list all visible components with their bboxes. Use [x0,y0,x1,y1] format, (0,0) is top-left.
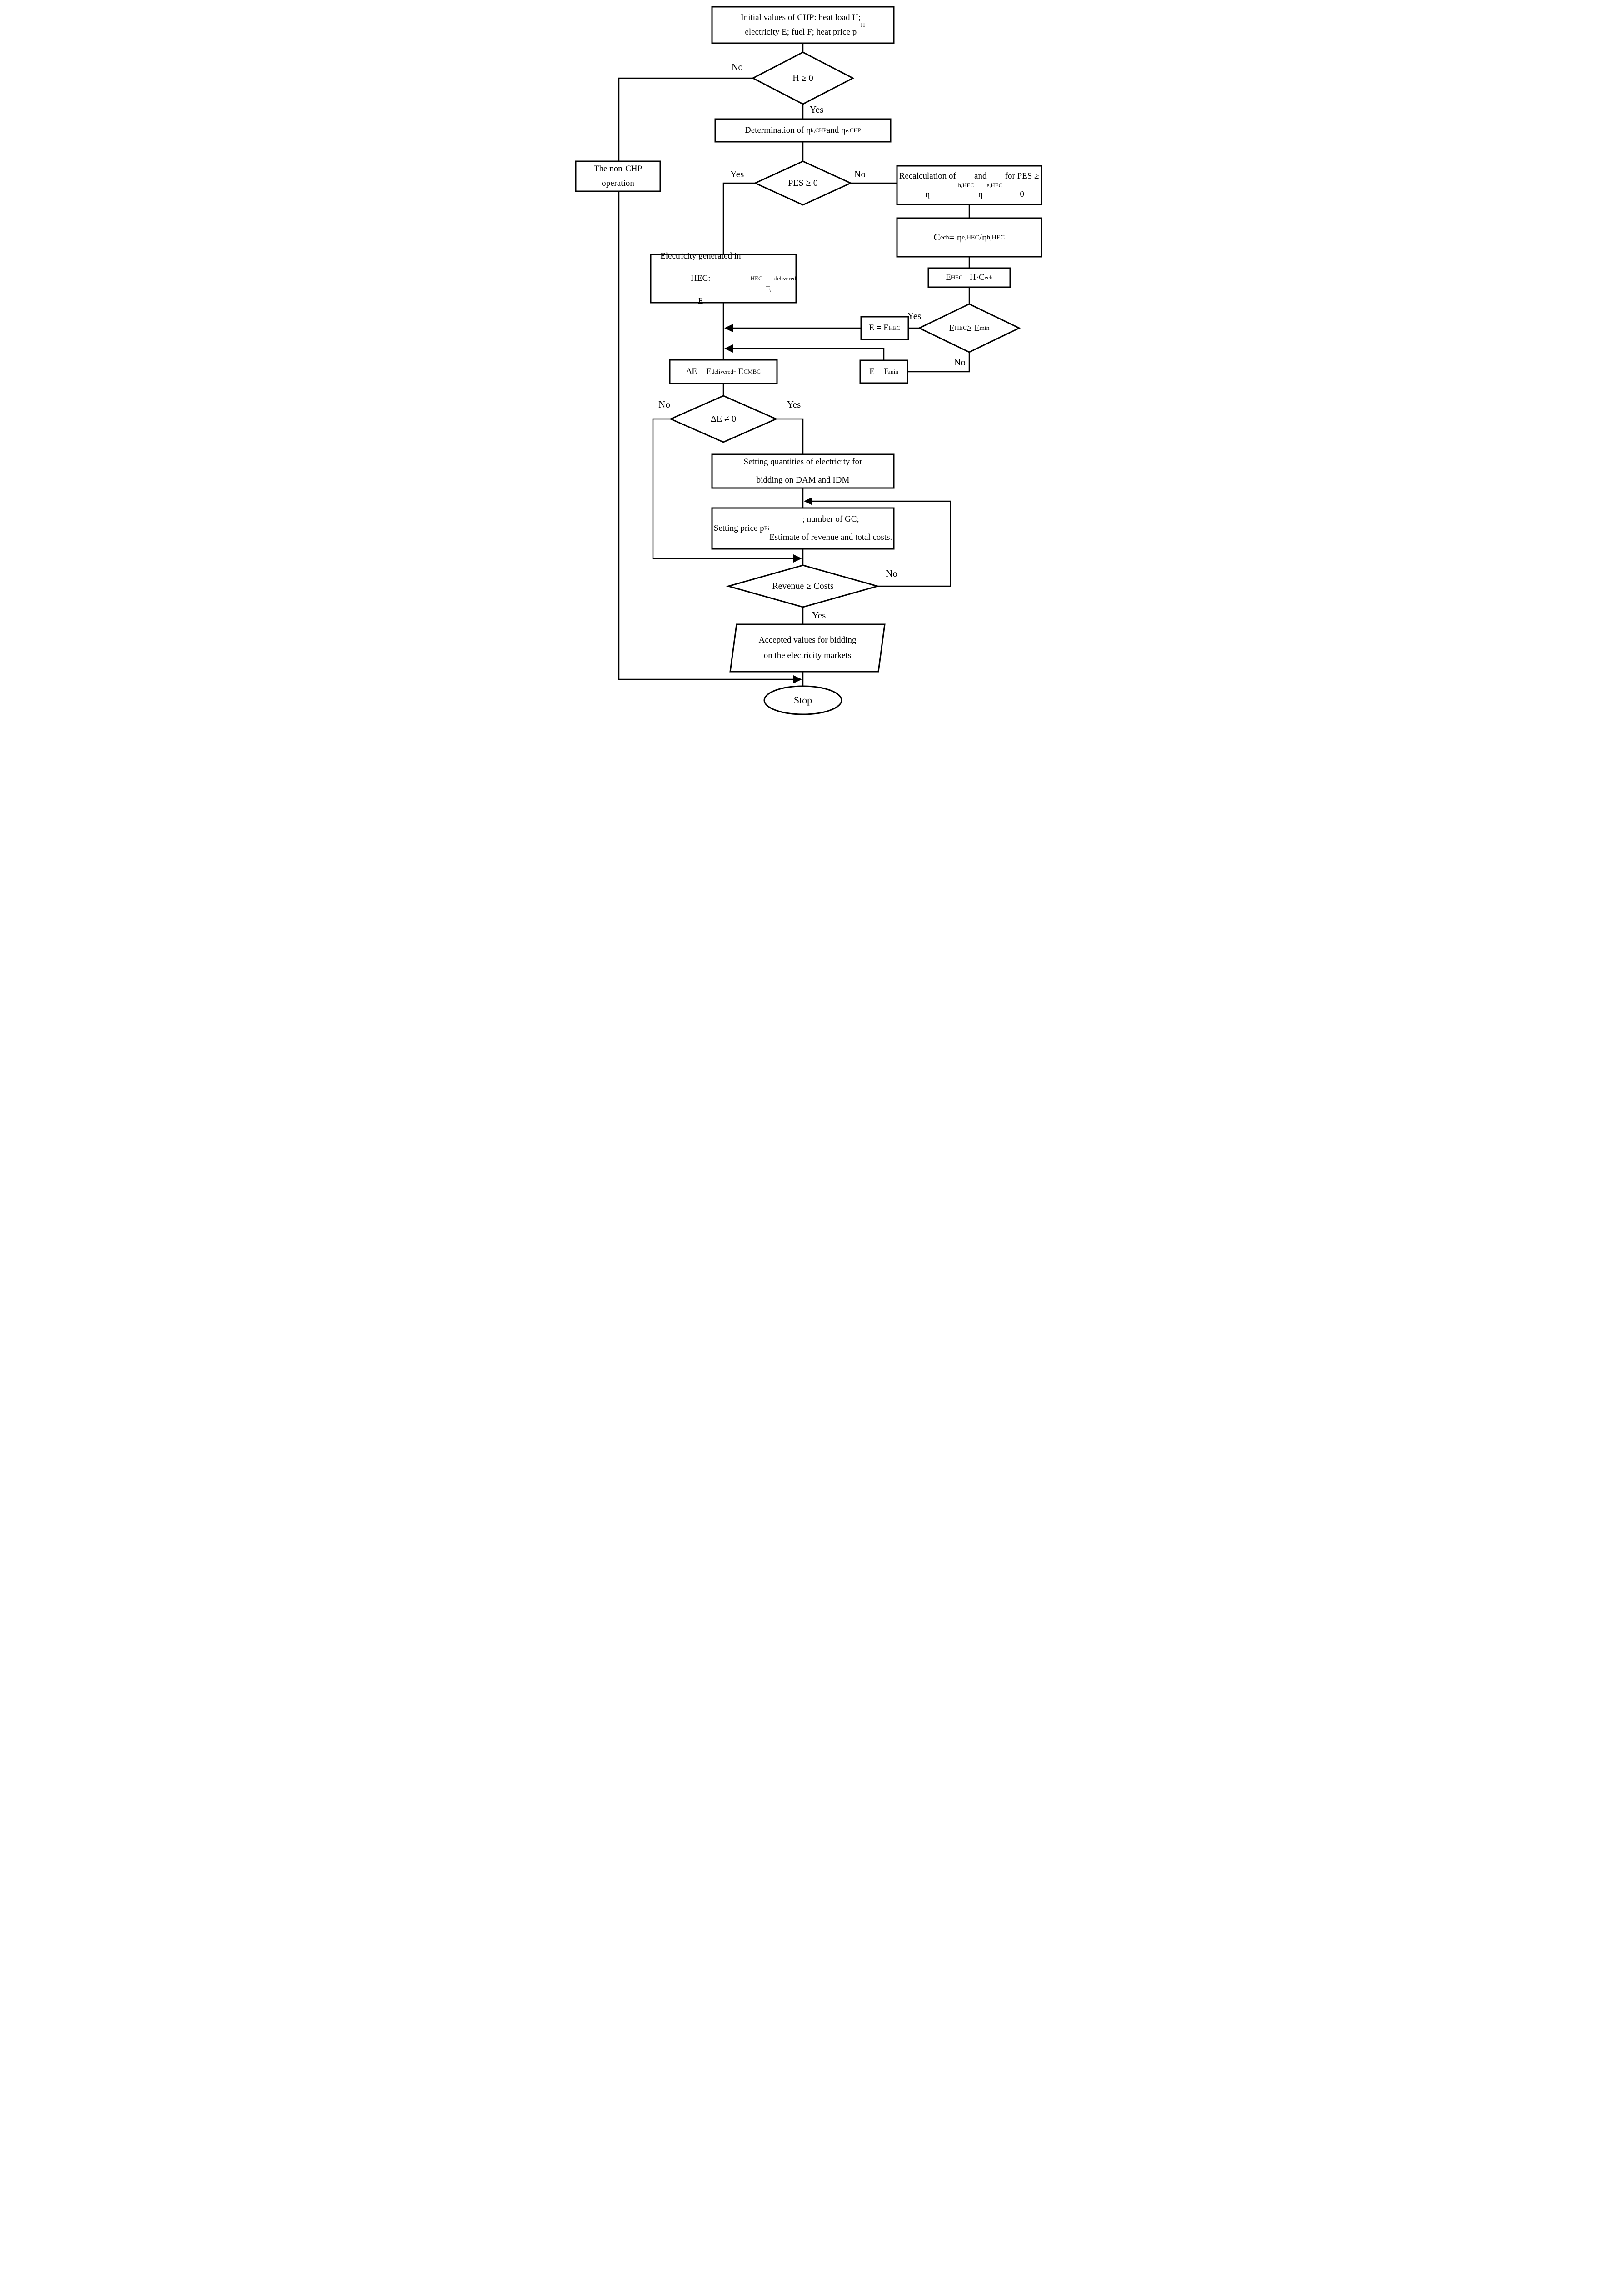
edge-delta-check-yes [776,418,804,454]
h-check-diamond [751,51,855,105]
emin-check-diamond [917,303,1021,353]
arrowhead-feedback-join [804,497,812,505]
pes-check-diamond [753,160,852,206]
edge-e-emin-to-merge [727,348,885,360]
delta-box [669,359,778,384]
quantities-box [711,453,895,489]
e-ehec-box [860,316,909,340]
edge-revenue-no-feedback [806,500,951,587]
edge-emin-check-no [907,352,970,373]
arrowhead-merge-upper [724,324,733,332]
accepted-parallelogram [729,623,886,673]
edge-pes-yes [722,182,755,254]
stop-ellipse [763,685,842,715]
determination-box [714,118,892,143]
edge-delta-check-no-loop [652,418,799,559]
revenue-check-diamond [726,564,880,608]
ehec-calc-box [927,267,1011,288]
price-box [711,507,895,550]
non-chp-box [575,160,661,192]
electricity-box [650,254,797,304]
cech-box [896,217,1042,258]
arrowhead-delta-no-join [793,554,802,563]
delta-check-diamond [669,395,778,443]
arrowhead-rail-join [793,675,802,683]
arrowhead-merge-lower [724,344,733,353]
flowchart-canvas: Initial values of CHP: heat load H;elect… [567,0,1057,722]
recalculation-box [896,165,1042,205]
flowchart-svg [575,6,1042,715]
e-emin-box [859,359,908,384]
edge-h-check-no-rail [618,77,799,680]
initial-values-box [711,6,895,44]
